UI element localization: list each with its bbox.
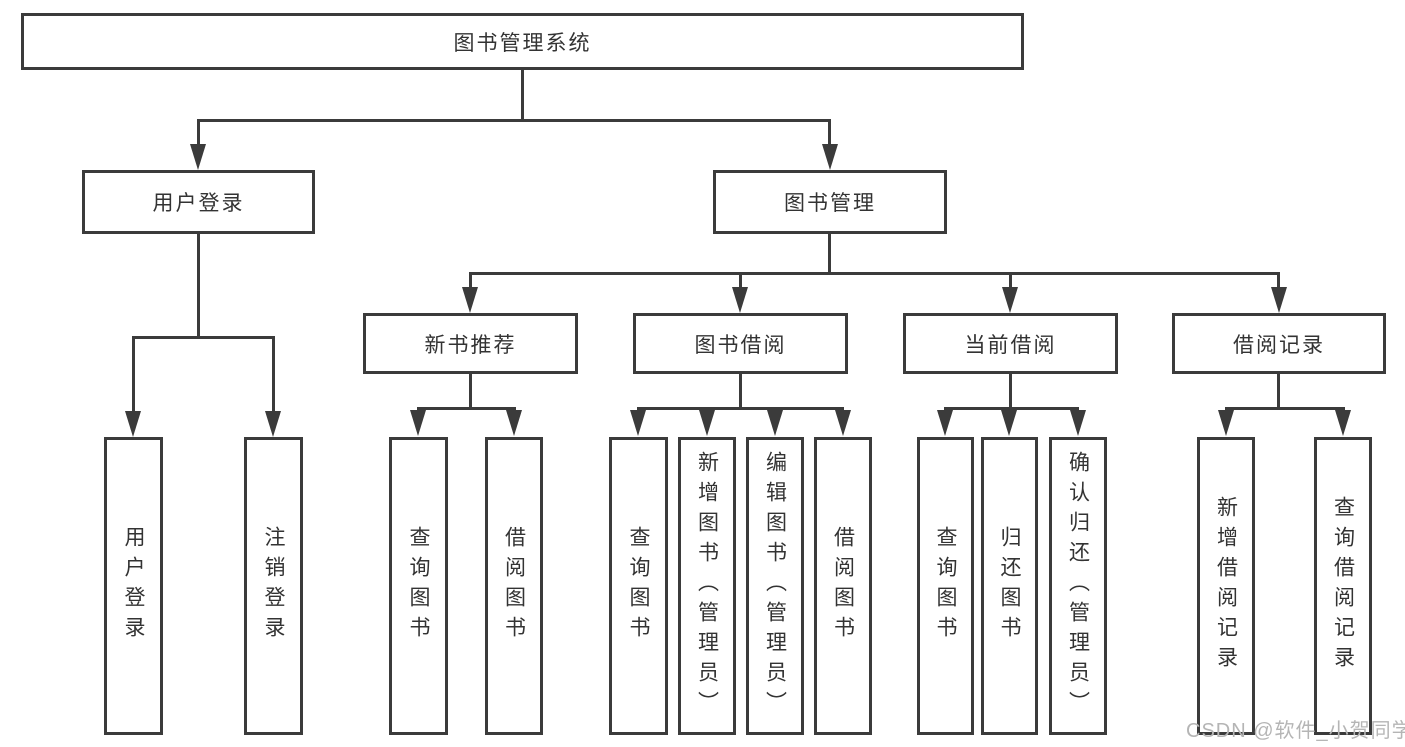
node-label: 查询图书 <box>407 526 430 646</box>
node-book-management: 图书管理 <box>713 170 947 234</box>
connector-line <box>132 336 275 339</box>
node-label: 新书推荐 <box>424 333 517 357</box>
leaf-query-books-borrow: 查询图书 <box>609 437 668 735</box>
connector-line <box>828 234 831 272</box>
arrowhead-down-icon <box>937 410 953 436</box>
leaf-add-books-admin: 新增图书（管理员） <box>678 437 736 735</box>
arrowhead-down-icon <box>1070 410 1086 436</box>
node-label: 借阅图书 <box>831 526 855 646</box>
connector-line <box>1009 274 1012 289</box>
node-label: 当前借阅 <box>964 333 1057 357</box>
connector-line <box>469 374 472 408</box>
connector-line <box>944 407 1079 410</box>
arrowhead-down-icon <box>1002 287 1018 313</box>
watermark-text: CSDN @软件_小贺同学 <box>1186 720 1405 742</box>
node-label: 注销登录 <box>262 526 285 646</box>
leaf-borrow-books: 借阅图书 <box>814 437 872 735</box>
connector-line <box>521 69 524 120</box>
node-current-borrowing: 当前借阅 <box>903 313 1118 374</box>
connector-line <box>1009 374 1012 408</box>
connector-line <box>637 407 844 410</box>
node-label: 确认归还（管理员） <box>1066 451 1090 721</box>
connector-line <box>272 338 275 412</box>
connector-line <box>739 274 742 289</box>
leaf-query-books-newbook: 查询图书 <box>389 437 448 735</box>
arrowhead-down-icon <box>767 410 783 436</box>
node-borrowing-records: 借阅记录 <box>1172 313 1386 374</box>
node-label: 新增借阅记录 <box>1214 496 1238 676</box>
arrowhead-down-icon <box>822 144 838 170</box>
arrowhead-down-icon <box>1335 410 1351 436</box>
node-label: 借阅记录 <box>1233 333 1325 357</box>
arrowhead-down-icon <box>835 410 851 436</box>
arrowhead-down-icon <box>410 410 426 436</box>
connector-line <box>828 121 831 147</box>
leaf-user-login: 用户登录 <box>104 437 163 735</box>
arrowhead-down-icon <box>462 287 478 313</box>
node-label: 图书管理 <box>784 192 876 215</box>
leaf-edit-books-admin: 编辑图书（管理员） <box>746 437 804 735</box>
leaf-confirm-return-admin: 确认归还（管理员） <box>1049 437 1107 735</box>
leaf-query-books-current: 查询图书 <box>917 437 974 735</box>
node-new-book-recommend: 新书推荐 <box>363 313 578 374</box>
arrowhead-down-icon <box>630 410 646 436</box>
connector-line <box>1277 374 1280 408</box>
leaf-return-books: 归还图书 <box>981 437 1038 735</box>
arrowhead-down-icon <box>125 411 141 437</box>
connector-line <box>197 234 200 336</box>
leaf-query-borrow-record: 查询借阅记录 <box>1314 437 1372 735</box>
node-label: 图书管理系统 <box>453 31 592 55</box>
node-label: 编辑图书（管理员） <box>763 451 787 721</box>
node-user-login: 用户登录 <box>82 170 315 234</box>
node-label: 用户登录 <box>122 526 145 646</box>
connector-line <box>197 121 200 147</box>
node-book-borrowing: 图书借阅 <box>633 313 848 374</box>
node-label: 新增图书（管理员） <box>695 451 719 721</box>
connector-line <box>197 119 831 122</box>
connector-line <box>739 374 742 408</box>
arrowhead-down-icon <box>1271 287 1287 313</box>
node-label: 查询图书 <box>627 526 650 646</box>
leaf-borrow-books-newbook: 借阅图书 <box>485 437 543 735</box>
node-label: 查询图书 <box>934 526 957 646</box>
arrowhead-down-icon <box>1218 410 1234 436</box>
node-label: 图书借阅 <box>694 333 787 357</box>
leaf-add-borrow-record: 新增借阅记录 <box>1197 437 1255 735</box>
arrowhead-down-icon <box>190 144 206 170</box>
arrowhead-down-icon <box>699 410 715 436</box>
node-label: 借阅图书 <box>502 526 526 646</box>
arrowhead-down-icon <box>265 411 281 437</box>
arrowhead-down-icon <box>1001 410 1017 436</box>
connector-line <box>469 272 1280 275</box>
node-label: 用户登录 <box>152 192 245 215</box>
node-library-management-system: 图书管理系统 <box>21 13 1024 70</box>
connector-line <box>469 274 472 289</box>
connector-line <box>417 407 516 410</box>
arrowhead-down-icon <box>732 287 748 313</box>
connector-line <box>132 338 135 412</box>
leaf-logout: 注销登录 <box>244 437 303 735</box>
connector-line <box>1225 407 1345 410</box>
connector-line <box>1277 274 1280 289</box>
node-label: 查询借阅记录 <box>1331 496 1355 676</box>
arrowhead-down-icon <box>506 410 522 436</box>
node-label: 归还图书 <box>998 526 1021 646</box>
